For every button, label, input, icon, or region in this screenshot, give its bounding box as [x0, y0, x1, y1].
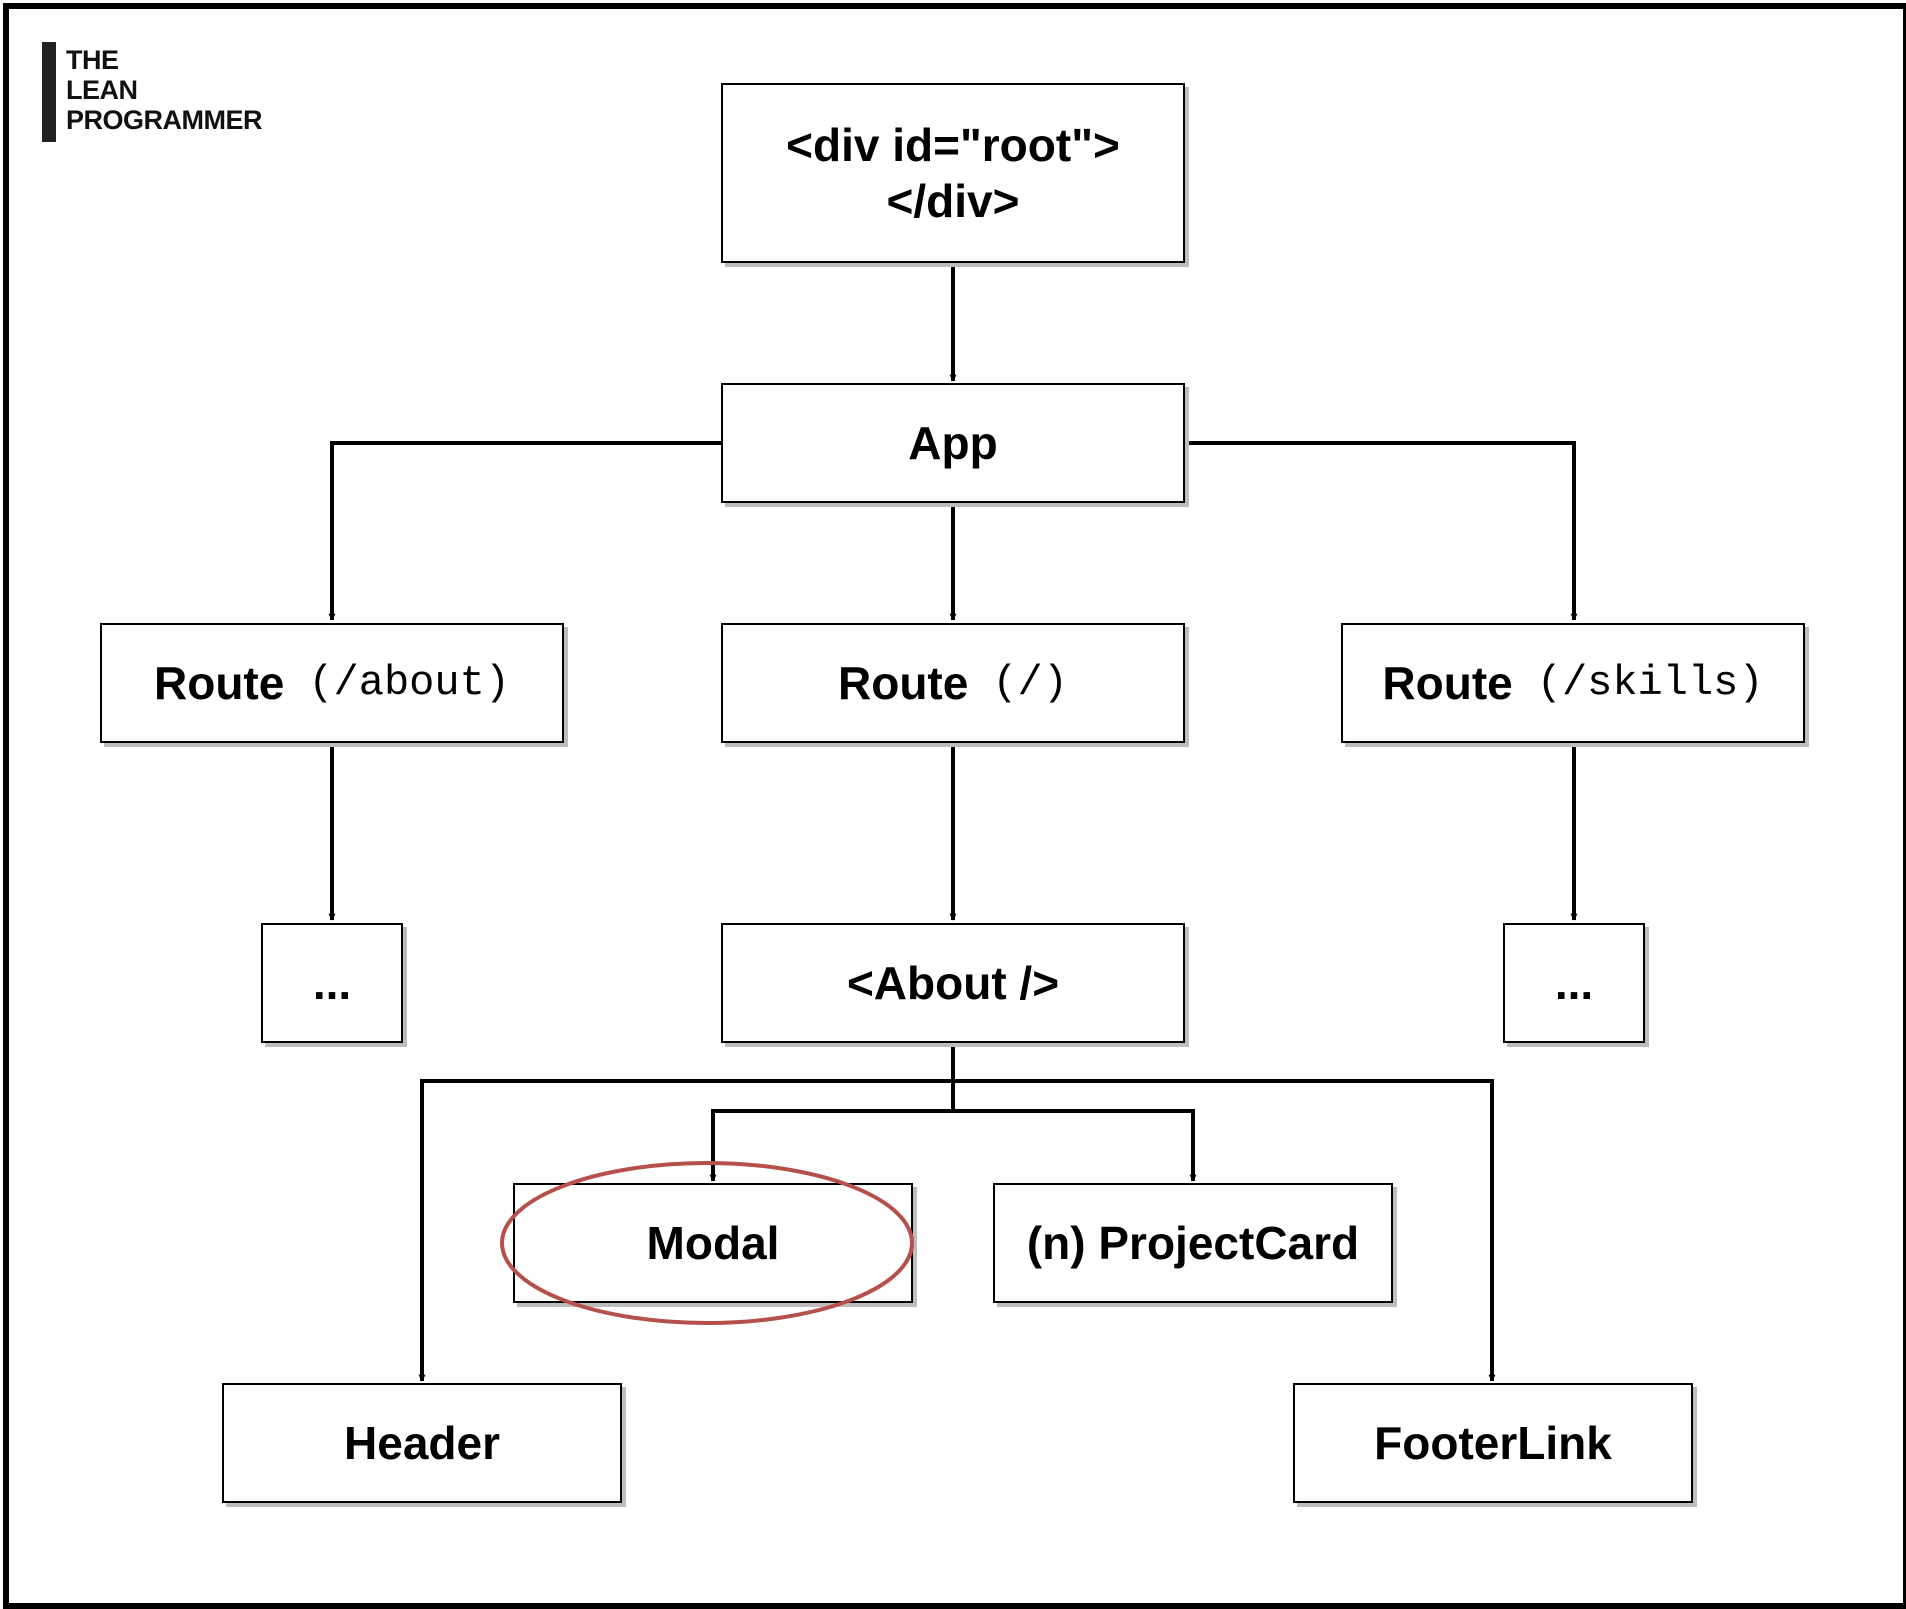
node-ellipsis-left: ... — [261, 923, 403, 1043]
node-route-about: Route (/about) — [100, 623, 564, 743]
edge-app-route-about — [328, 441, 721, 621]
logo-line-1: THE — [66, 45, 119, 75]
node-root-label: <div id="root"> </div> — [786, 118, 1120, 227]
projectcard-label: (n) ProjectCard — [1026, 1216, 1360, 1269]
ellipsis-right-label: ... — [1554, 956, 1594, 1009]
modal-label: Modal — [646, 1216, 780, 1269]
route-about-label: Route — [154, 656, 285, 709]
node-root-div: <div id="root"> </div> — [721, 83, 1185, 263]
node-about: <About /> — [721, 923, 1185, 1043]
edge-about-footerlink — [953, 1079, 1496, 1382]
header-label: Header — [344, 1416, 500, 1469]
node-app: App — [721, 383, 1185, 503]
route-about-path: (/about) — [308, 659, 510, 707]
node-modal: Modal — [513, 1183, 913, 1303]
footerlink-label: FooterLink — [1374, 1416, 1612, 1469]
node-route-skills: Route (/skills) — [1341, 623, 1805, 743]
node-footerlink: FooterLink — [1293, 1383, 1693, 1503]
logo-line-2: LEAN — [66, 75, 138, 105]
node-app-label: App — [908, 416, 998, 469]
route-home-label: Route — [838, 656, 969, 709]
edge-app-route-skills — [1185, 441, 1578, 621]
edge-about-projectcard — [953, 1109, 1197, 1182]
node-projectcard: (n) ProjectCard — [993, 1183, 1393, 1303]
logo-bar — [42, 42, 56, 142]
edge-about-modal — [709, 1109, 953, 1182]
node-header: Header — [222, 1383, 622, 1503]
about-label: <About /> — [846, 956, 1060, 1009]
route-skills-label: Route — [1382, 656, 1513, 709]
ellipsis-left-label: ... — [312, 956, 352, 1009]
logo-line-3: PROGRAMMER — [66, 105, 263, 135]
edge-about-header — [418, 1079, 953, 1382]
route-skills-path: (/skills) — [1536, 659, 1764, 707]
node-ellipsis-right: ... — [1503, 923, 1645, 1043]
node-route-home: Route (/) — [721, 623, 1185, 743]
route-home-path: (/) — [992, 659, 1068, 707]
